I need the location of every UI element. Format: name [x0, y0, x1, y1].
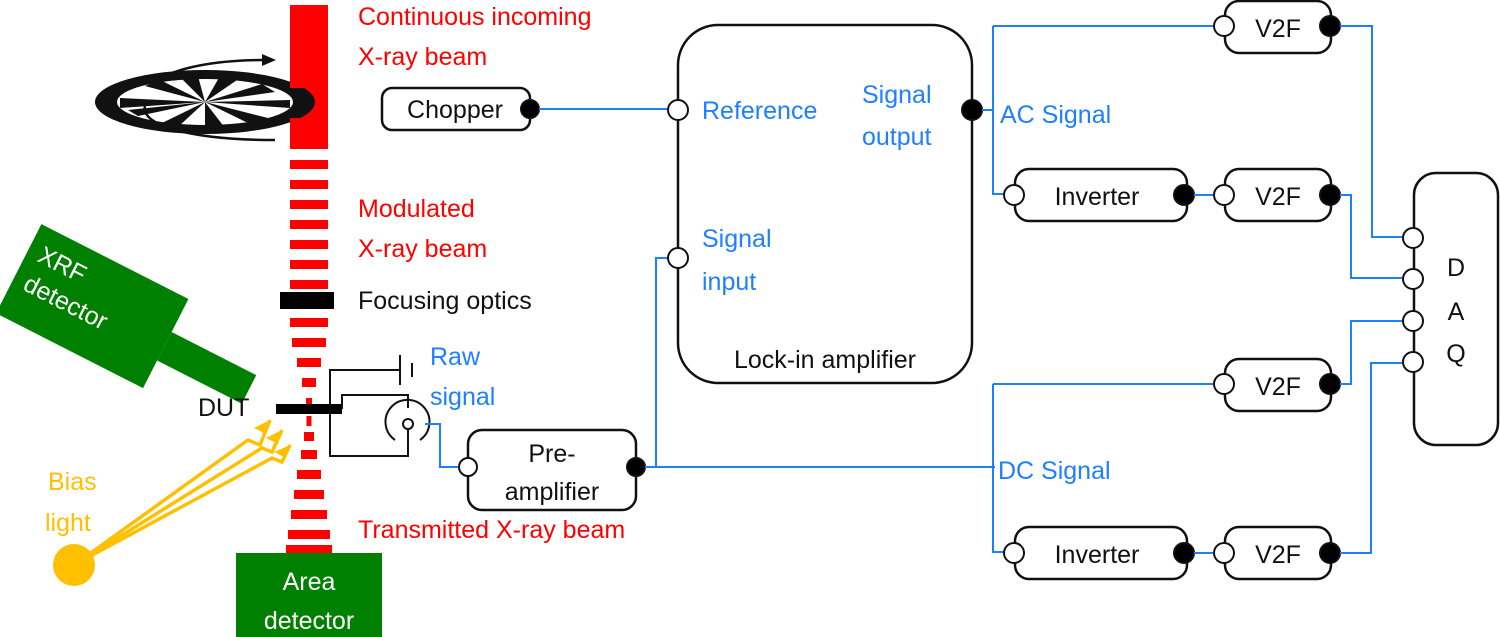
dc-signal-label: DC Signal: [998, 457, 1111, 485]
v2f-label: V2F: [1255, 373, 1301, 401]
area-detector-label: Area: [283, 568, 336, 596]
v2f-label: V2F: [1255, 541, 1301, 569]
inverter-input-port: [1003, 542, 1025, 564]
dut-label: DUT: [198, 394, 249, 422]
preamp-input-port: [458, 457, 478, 477]
beam-through-chopper: [290, 76, 328, 88]
beam-dash: [286, 545, 332, 553]
signal-input-port: [667, 247, 689, 269]
beam-dash: [301, 450, 317, 459]
beam-dash: [288, 530, 330, 539]
daq-label: A: [1448, 298, 1465, 326]
raw-signal-circuit: [329, 355, 468, 468]
v2f-input-port: [1213, 373, 1235, 395]
daq-label: D: [1447, 254, 1465, 282]
chopper-wheel-icon: [95, 54, 315, 142]
lockin-label: Lock-in amplifier: [734, 346, 916, 374]
chopper-box: Chopper: [380, 86, 540, 132]
v2f-box: V2F: [1213, 0, 1341, 55]
v2f-input-port: [1213, 542, 1235, 564]
area-detector-label: detector: [264, 607, 354, 635]
daq-box: D A Q: [1402, 171, 1500, 447]
beam-dash: [290, 200, 328, 209]
daq-input-port: [1402, 227, 1424, 249]
chopper-output-port: [520, 99, 540, 119]
raw-signal-label: Raw: [430, 343, 481, 371]
signal-input-label: Signal: [702, 225, 772, 253]
beam-dash: [292, 338, 326, 347]
modulated-beam: [286, 140, 332, 553]
beam-dash: [294, 490, 324, 499]
inverter-box: Inverter: [1003, 525, 1195, 581]
beam-dash: [290, 280, 328, 289]
transmitted-beam-label: Transmitted X-ray beam: [358, 516, 625, 544]
lockin-amplifier-box: Lock-in amplifier Reference Signal outpu…: [667, 23, 983, 385]
preamp-output-port: [626, 457, 646, 477]
inverter-output-port: [1173, 184, 1195, 206]
modulated-beam-label: X-ray beam: [358, 235, 487, 263]
coax-connector-icon: [384, 398, 431, 441]
dut-sample-icon: [276, 404, 342, 414]
v2f-output-port: [1319, 15, 1341, 37]
beam-dash: [304, 432, 314, 441]
xrf-detector: XRF detector: [0, 224, 257, 404]
reference-port: [667, 99, 689, 121]
inverter-label: Inverter: [1055, 541, 1140, 569]
inverter-box: Inverter: [1003, 167, 1195, 223]
chopper-label: Chopper: [407, 96, 503, 124]
v2f-input-port: [1213, 184, 1235, 206]
v2f-output-port: [1319, 184, 1341, 206]
beam-dash: [290, 140, 328, 149]
v2f-label: V2F: [1255, 15, 1301, 43]
beam-dash: [302, 378, 316, 387]
v2f-box: V2F: [1213, 167, 1341, 223]
focusing-optics-icon: [280, 292, 334, 309]
daq-input-port: [1402, 351, 1424, 373]
v2f-output-port: [1319, 373, 1341, 395]
preamplifier-box: Pre- amplifier: [458, 428, 646, 512]
bias-light-label: light: [45, 509, 91, 537]
v2f-input-port: [1213, 15, 1235, 37]
v2f-output-port: [1319, 542, 1341, 564]
ac-signal-label: AC Signal: [1000, 101, 1111, 129]
beam-dash: [290, 220, 328, 229]
beam-dash: [290, 160, 328, 169]
bias-light-icon: [53, 419, 292, 586]
signal-output-label: output: [862, 123, 932, 151]
incoming-beam-label: Continuous incoming: [358, 3, 591, 31]
beam-dash: [297, 358, 321, 367]
v2f-box: V2F: [1213, 357, 1341, 413]
raw-signal-label: signal: [430, 383, 495, 411]
beam-dash: [290, 180, 328, 189]
incoming-beam-label: X-ray beam: [358, 43, 487, 71]
v2f-label: V2F: [1255, 183, 1301, 211]
daq-input-port: [1402, 268, 1424, 290]
beam-dash: [306, 416, 312, 426]
v2f-box: V2F: [1213, 525, 1341, 581]
signal-output-port: [961, 99, 983, 121]
preamp-label: Pre-: [528, 440, 575, 468]
inverter-label: Inverter: [1055, 183, 1140, 211]
beam-dash: [290, 240, 328, 249]
beam-dash: [306, 398, 312, 407]
beam-through-chopper: [290, 118, 328, 128]
bias-light-label: Bias: [48, 468, 97, 496]
daq-label: Q: [1446, 340, 1465, 368]
beam-dash: [290, 318, 328, 327]
beam-dash: [297, 470, 321, 479]
signal-input-label: input: [702, 268, 756, 296]
reference-label: Reference: [702, 97, 817, 125]
signal-output-label: Signal: [862, 81, 932, 109]
preamp-label: amplifier: [505, 478, 599, 506]
beam-dash: [291, 510, 327, 519]
daq-input-port: [1402, 310, 1424, 332]
inverter-input-port: [1003, 184, 1025, 206]
inverter-output-port: [1173, 542, 1195, 564]
beam-dash: [290, 260, 328, 269]
focusing-optics-label: Focusing optics: [358, 287, 532, 315]
area-detector: Area detector: [236, 553, 382, 637]
modulated-beam-label: Modulated: [358, 195, 475, 223]
